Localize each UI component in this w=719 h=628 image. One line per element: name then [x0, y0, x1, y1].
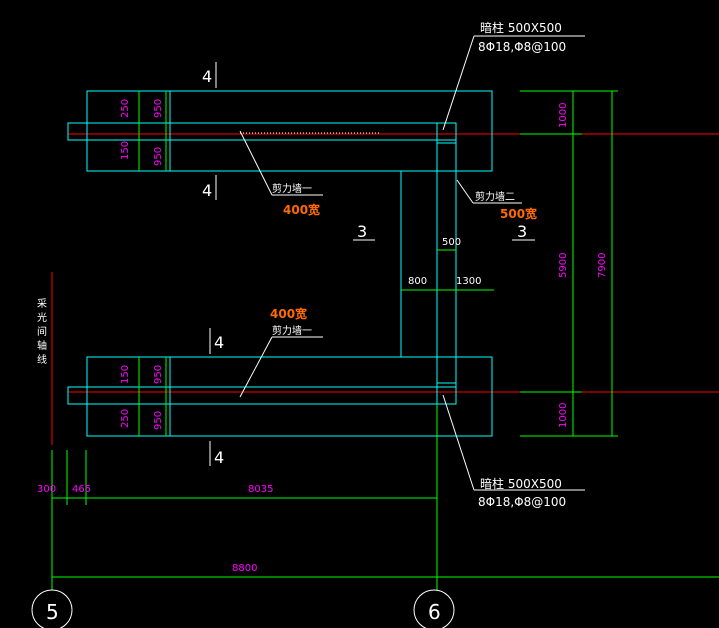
wall-2-label: 剪力墙二	[475, 190, 515, 203]
dim-top-left-950b: 950	[153, 147, 164, 166]
section-bottom-lower: 4	[214, 448, 224, 467]
column-top-title: 暗柱 500X500	[480, 20, 562, 35]
column-bottom-outline	[436, 382, 457, 405]
column-bottom-title: 暗柱 500X500	[480, 476, 562, 491]
zone-center: 3	[357, 222, 367, 241]
column-top-rebar: 8Φ18,Φ8@100	[478, 40, 566, 54]
column-top-outline	[436, 122, 457, 144]
top-wall-strip	[67, 122, 457, 141]
dim-bot-left-250: 250	[120, 409, 131, 428]
dim-bottom-465: 465	[72, 484, 91, 495]
dim-mid-800-text: 800	[408, 276, 427, 287]
dim-right-1000-top: 1000	[558, 103, 569, 128]
leader-column-bottom	[442, 394, 475, 491]
side-axis-label: 采光间轴线	[35, 298, 47, 368]
wall-1-upper-width: 400宽	[283, 202, 320, 217]
wall-2-outline	[436, 122, 457, 405]
axis-5-circle	[31, 589, 73, 628]
wall-2-width: 500宽	[500, 206, 537, 221]
axis-5-label: 5	[46, 600, 59, 624]
dim-top-left-950a: 950	[153, 99, 164, 118]
dim-bot-left-950b: 950	[153, 411, 164, 430]
inner-c-outline	[170, 170, 402, 358]
leader-wall1-lower	[239, 336, 273, 398]
axis-6-label: 6	[428, 600, 441, 624]
bottom-wall-strip	[67, 386, 457, 405]
section-top-upper: 4	[202, 67, 212, 86]
dim-mid-500-text: 500	[442, 237, 461, 248]
dim-right-5900: 5900	[558, 253, 569, 278]
dim-right-1000-bottom: 1000	[558, 403, 569, 428]
dim-right-7900: 7900	[597, 253, 608, 278]
column-bottom-rebar: 8Φ18,Φ8@100	[478, 495, 566, 509]
dim-bot-left-950a: 950	[153, 365, 164, 384]
dim-mid-1300-text: 1300	[456, 276, 481, 287]
dim-top-left-250: 250	[120, 99, 131, 118]
dim-top-left-150: 150	[120, 141, 131, 160]
axis-6-circle	[413, 589, 455, 628]
dim-bottom-8800: 8800	[232, 563, 257, 574]
leader-wall1-upper	[239, 130, 273, 196]
leader-wall2	[456, 179, 474, 204]
dim-bottom-8035: 8035	[248, 484, 273, 495]
wall-1-lower-width: 400宽	[270, 306, 307, 321]
section-top-lower: 4	[202, 181, 212, 200]
dim-bot-left-150: 150	[120, 365, 131, 384]
zone-right: 3	[517, 222, 527, 241]
wall-1-lower-label: 剪力墙一	[272, 324, 312, 337]
section-bottom-upper: 4	[214, 333, 224, 352]
top-flange-outline	[86, 90, 493, 172]
bottom-flange-outline	[86, 356, 493, 437]
wall-1-upper-label: 剪力墙一	[272, 182, 312, 195]
dim-bottom-300: 300	[37, 484, 56, 495]
leader-column-top	[442, 35, 475, 131]
